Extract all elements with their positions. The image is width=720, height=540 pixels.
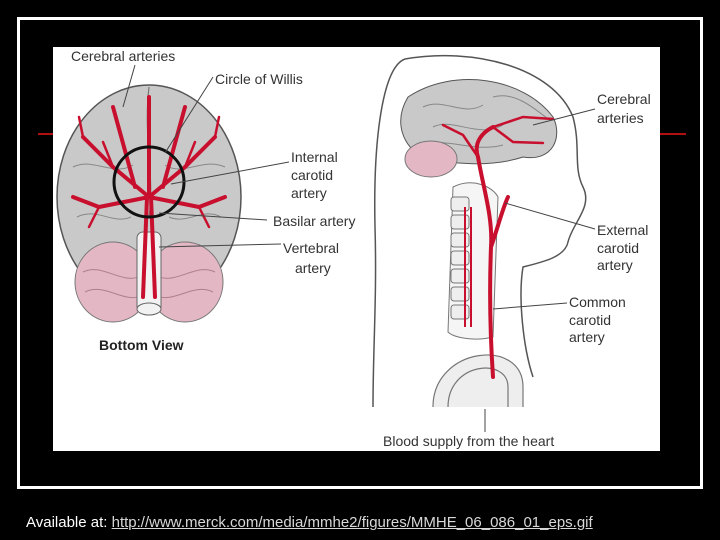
source-link[interactable]: http://www.merck.com/media/mmhe2/figures…	[111, 514, 593, 531]
brain-bottom-view	[56, 84, 242, 323]
source-caption: Available at: http://www.merck.com/media…	[26, 514, 593, 531]
label-vertebral-artery-2: artery	[295, 260, 331, 276]
label-common-carotid-3: artery	[569, 329, 605, 345]
title-rule-left	[38, 133, 54, 135]
head-side-view	[372, 54, 587, 408]
label-internal-carotid-3: artery	[291, 185, 327, 201]
label-bottom-view: Bottom View	[99, 337, 184, 353]
label-external-carotid-1: External	[597, 222, 648, 238]
label-vertebral-artery-1: Vertebral	[283, 240, 339, 256]
label-internal-carotid-2: carotid	[291, 167, 333, 183]
label-blood-supply: Blood supply from the heart	[383, 433, 554, 449]
label-internal-carotid-1: Internal	[291, 149, 338, 165]
label-basilar-artery: Basilar artery	[273, 213, 355, 229]
label-cerebral-arteries-right-1: Cerebral	[597, 91, 651, 107]
label-cerebral-arteries-left: Cerebral arteries	[71, 48, 175, 64]
label-external-carotid-2: carotid	[597, 240, 639, 256]
arteries-figure: Cerebral arteries Circle of Willis Inter…	[53, 47, 660, 451]
label-external-carotid-3: artery	[597, 257, 633, 273]
label-circle-of-willis: Circle of Willis	[215, 71, 303, 87]
label-common-carotid-2: carotid	[569, 312, 611, 328]
caption-prefix: Available at:	[26, 514, 112, 531]
label-cerebral-arteries-right-2: arteries	[597, 110, 644, 126]
label-common-carotid-1: Common	[569, 294, 626, 310]
title-rule-right	[660, 133, 686, 135]
